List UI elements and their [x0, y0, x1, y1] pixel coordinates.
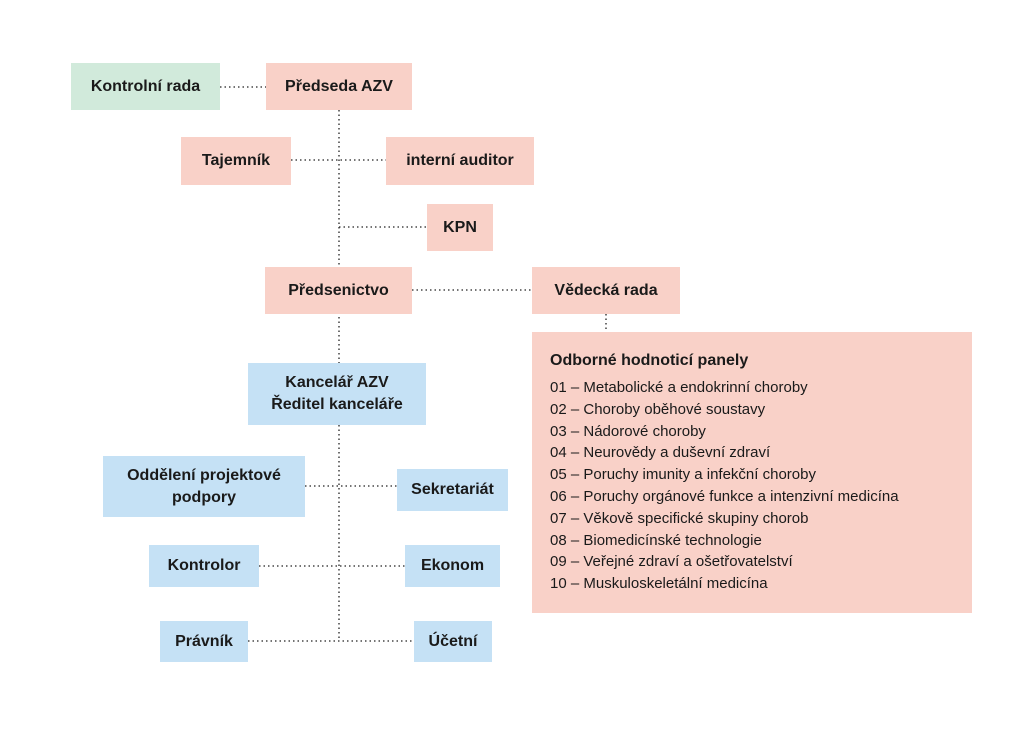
node-label-line2: Ředitel kanceláře	[271, 396, 403, 413]
node-label: Účetní	[428, 632, 478, 650]
panel-item: 02 – Choroby oběhové soustavy	[550, 400, 766, 418]
panel-item: 05 – Poruchy imunity a infekční choroby	[550, 466, 816, 484]
panels-list: 01 – Metabolické a endokrinní choroby 02…	[550, 377, 954, 595]
node-label: Předseda AZV	[285, 77, 393, 95]
panel-item: 06 – Poruchy orgánové funkce a intenzivn…	[550, 487, 899, 505]
node-ucetni: Účetní	[414, 621, 492, 662]
panel-item: 03 – Nádorové choroby	[550, 422, 706, 440]
panels-title: Odborné hodnoticí panely	[550, 352, 749, 369]
node-label: Ekonom	[420, 557, 485, 574]
node-label-line1: Oddělení projektové	[127, 466, 281, 484]
node-predseda-azv: Předseda AZV	[266, 63, 412, 110]
node-tajemnik: Tajemník	[181, 137, 291, 185]
node-pravnik: Právník	[160, 621, 248, 662]
node-kontrolni-rada: Kontrolní rada	[71, 63, 220, 110]
panel-item: 04 – Neurovědy a duševní zdraví	[550, 444, 771, 462]
panel-item: 09 – Veřejné zdraví a ošetřovatelství	[550, 553, 793, 571]
panel-item: 07 – Věkově specifické skupiny chorob	[550, 509, 809, 527]
node-vedecka-rada: Vědecká rada	[532, 267, 680, 314]
node-sekretariat: Sekretariát	[397, 469, 508, 511]
node-label: Předsenictvo	[288, 281, 389, 299]
node-kontrolor: Kontrolor	[149, 545, 259, 587]
node-ekonom: Ekonom	[405, 545, 500, 587]
panel-item: 01 – Metabolické a endokrinní choroby	[550, 379, 808, 396]
node-label: Kontrolní rada	[90, 77, 201, 95]
node-label-line1: Kancelář AZV	[285, 374, 389, 391]
node-label: KPN	[443, 218, 477, 236]
node-label: Vědecká rada	[554, 281, 658, 299]
node-kancelar-azv: Kancelář AZV Ředitel kanceláře	[248, 363, 426, 425]
node-label: Kontrolor	[167, 557, 241, 574]
node-oddeleni-projektove-podpory: Oddělení projektové podpory	[103, 456, 305, 517]
node-kpn: KPN	[427, 204, 493, 251]
node-label: Tajemník	[201, 152, 271, 169]
node-predsenictvo: Předsenictvo	[265, 267, 412, 314]
node-label-line2: podpory	[172, 488, 236, 506]
panel-item: 10 – Muskuloskeletální medicína	[550, 575, 768, 593]
panel-item: 08 – Biomedicínské technologie	[550, 531, 762, 549]
node-label: Právník	[175, 632, 233, 650]
node-label: interní auditor	[406, 152, 514, 169]
node-odborne-hodnotici-panely: Odborné hodnoticí panely 01 – Metabolick…	[532, 332, 972, 613]
node-interni-auditor: interní auditor	[386, 137, 534, 185]
node-label: Sekretariát	[411, 481, 494, 498]
